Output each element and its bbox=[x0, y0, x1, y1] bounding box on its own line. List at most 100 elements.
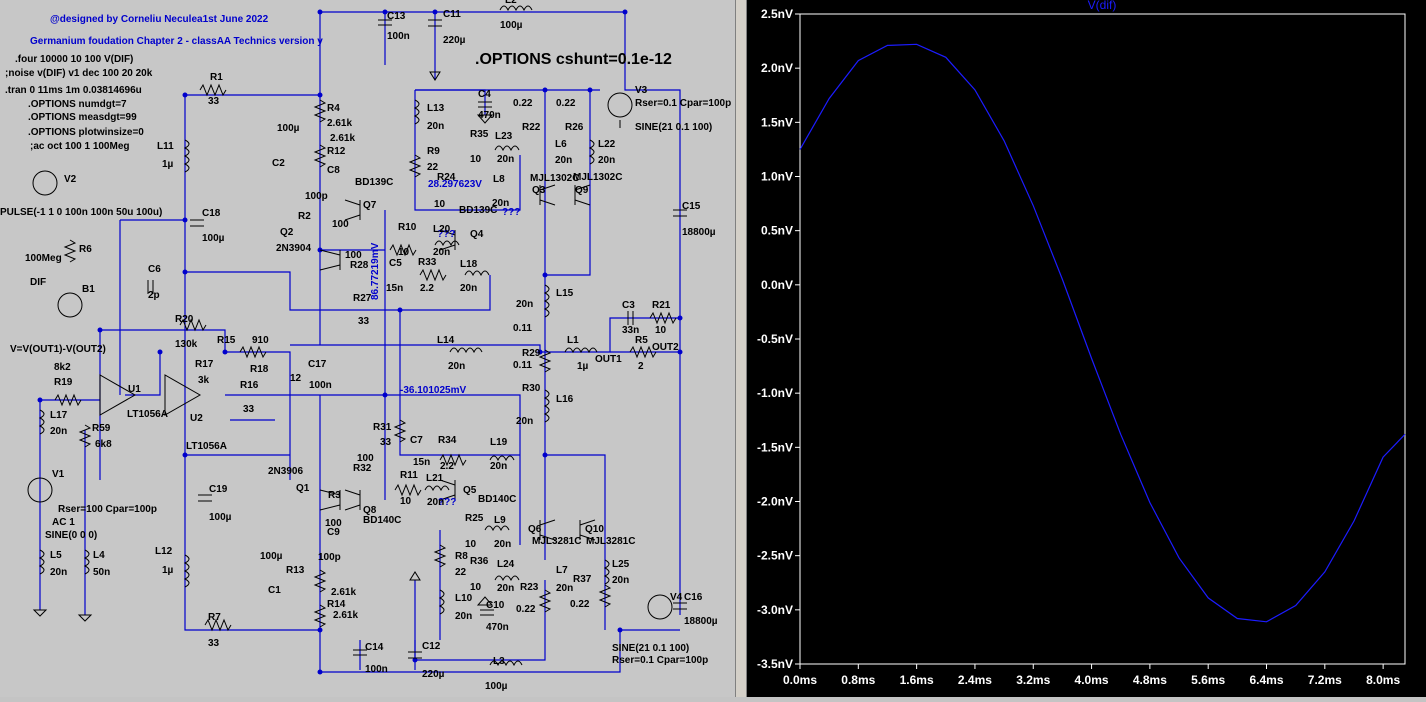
probe-voltage-1: 28.297623V bbox=[428, 179, 482, 190]
component-value-l12: 1µ bbox=[162, 565, 174, 576]
component-value-r23: 0.22 bbox=[516, 604, 536, 615]
component-value-c3: 33n bbox=[622, 325, 639, 336]
component-value-l10: 20n bbox=[455, 611, 472, 622]
v4-sine: SINE(21 0.1 100) bbox=[612, 643, 689, 654]
component-ref-c14: C14 bbox=[365, 642, 384, 653]
component-ref-r36: R36 bbox=[470, 556, 489, 567]
trace-title[interactable]: V(dif) bbox=[1088, 0, 1117, 12]
component-ref-r33: R33 bbox=[418, 257, 437, 268]
component-ref-l1: L1 bbox=[567, 335, 579, 346]
component-value-r3: 100 bbox=[325, 518, 342, 529]
component-value-l19: 20n bbox=[490, 461, 507, 472]
component-value-l13: 20n bbox=[427, 121, 444, 132]
component-ref-r35: R35 bbox=[470, 129, 489, 140]
component-ref-c11: C11 bbox=[443, 9, 461, 20]
component-ref-r7: R7 bbox=[208, 612, 221, 623]
probe-values: 28.297623V -36.101025mV 86.77219mV ??? ?… bbox=[370, 179, 520, 508]
component-ref-l24: L24 bbox=[497, 559, 515, 570]
component-ref-c2: C2 bbox=[272, 158, 285, 169]
component-ref-c19: C19 bbox=[209, 484, 228, 495]
component-value-c14: 100n bbox=[365, 664, 388, 675]
v1-rser: Rser=100 Cpar=100p bbox=[58, 504, 157, 515]
component-value-l25: 20n bbox=[612, 575, 629, 586]
component-value-l22: 20n bbox=[598, 155, 615, 166]
component-value-c1: 100µ bbox=[260, 551, 283, 562]
component-ref-c1: C1 bbox=[268, 585, 281, 596]
component-ref-q1: Q1 bbox=[296, 483, 310, 494]
component-value-r1: 33 bbox=[208, 96, 220, 107]
component-ref-q6: Q6 bbox=[528, 524, 542, 535]
x-tick-label: 5.6ms bbox=[1191, 673, 1225, 687]
component-value-r26: 0.22 bbox=[556, 98, 576, 109]
component-ref-c4: C4 bbox=[478, 89, 491, 100]
component-ref-l11: L11 bbox=[157, 141, 174, 152]
component-ref-r31: R31 bbox=[373, 422, 392, 433]
component-ref-l23: L23 bbox=[495, 131, 513, 142]
component-value-r37: 0.22 bbox=[570, 599, 590, 610]
component-value-c15: 18800µ bbox=[682, 227, 716, 238]
schematic-editor-pane[interactable]: @designed by Corneliu Neculea1st June 20… bbox=[0, 0, 735, 697]
component-value-r5: 2 bbox=[638, 361, 644, 372]
component-value-q1: 2N3906 bbox=[268, 466, 303, 477]
component-ref-l21: L21 bbox=[426, 473, 444, 484]
y-tick-label: -0.5nV bbox=[757, 332, 793, 346]
component-ref-r8: R8 bbox=[455, 551, 468, 562]
component-value-u1: LT1056A bbox=[127, 409, 168, 420]
component-ref-l17: L17 bbox=[50, 410, 68, 421]
component-ref-r4: R4 bbox=[327, 103, 340, 114]
component-value-q9: MJL1302C bbox=[573, 172, 622, 183]
component-value-r19: 8k2 bbox=[54, 362, 71, 373]
x-tick-label: 2.4ms bbox=[958, 673, 992, 687]
component-value-r34: 2.2 bbox=[440, 461, 454, 472]
component-ref-r15: R15 bbox=[217, 335, 236, 346]
component-ref-r2: R2 bbox=[298, 211, 311, 222]
b1-name: B1 bbox=[82, 284, 95, 295]
component-ref-q7: Q7 bbox=[363, 200, 377, 211]
component-value-q5: BD140C bbox=[478, 494, 516, 505]
component-value-c12: 220µ bbox=[422, 669, 445, 680]
pane-splitter[interactable] bbox=[735, 0, 747, 697]
component-ref-r22: R22 bbox=[522, 122, 541, 133]
x-tick-label: 0.8ms bbox=[841, 673, 875, 687]
component-ref-r9: R9 bbox=[427, 146, 440, 157]
component-ref-q9: Q9 bbox=[575, 185, 589, 196]
component-value-r18: 12 bbox=[290, 373, 302, 384]
component-ref-l2: L2 bbox=[505, 0, 517, 6]
component-ref-r11: R11 bbox=[400, 470, 418, 481]
waveform-plot[interactable]: V(dif) 2.5nV2.0nV1.5nV1.0nV0.5nV0.0nV-0.… bbox=[747, 0, 1426, 697]
x-tick-label: 0.0ms bbox=[783, 673, 817, 687]
component-ref-r59: R59 bbox=[92, 423, 111, 434]
component-value-l11: 1µ bbox=[162, 159, 174, 170]
directive-ac: ;ac oct 100 1 100Meg bbox=[30, 141, 130, 152]
component-ref-r14: R14 bbox=[327, 599, 346, 610]
component-ref-r5: R5 bbox=[635, 335, 648, 346]
y-tick-label: -3.0nV bbox=[757, 603, 793, 617]
component-ref-r21: R21 bbox=[652, 300, 671, 311]
component-ref-l9: L9 bbox=[494, 515, 506, 526]
v2-name: V2 bbox=[64, 174, 77, 185]
schematic-junctions bbox=[37, 9, 683, 675]
trace-v-dif[interactable] bbox=[799, 43, 1406, 623]
component-value-r10: 10 bbox=[398, 247, 410, 258]
component-value-c10: 470n bbox=[486, 622, 509, 633]
component-value-l3: 100µ bbox=[485, 681, 508, 692]
component-ref-c15: C15 bbox=[682, 201, 701, 212]
component-value-q6: MJL3281C bbox=[532, 536, 581, 547]
component-value-c17: 100n bbox=[309, 380, 332, 391]
component-value-r7: 33 bbox=[208, 638, 220, 649]
x-tick-label: 4.0ms bbox=[1075, 673, 1109, 687]
probe-voltage-2: -36.101025mV bbox=[400, 385, 466, 396]
component-value-r25: 10 bbox=[465, 539, 477, 550]
probe-unknown-3: ??? bbox=[438, 497, 456, 508]
component-value-c6: 2p bbox=[148, 290, 160, 301]
component-ref-c9: C9 bbox=[327, 527, 340, 538]
component-value-r31: 33 bbox=[380, 437, 392, 448]
schematic-canvas[interactable]: @designed by Corneliu Neculea1st June 20… bbox=[0, 0, 735, 697]
component-ref-r25: R25 bbox=[465, 513, 484, 524]
component-value-c4: 470n bbox=[478, 110, 501, 121]
component-ref-r12: R12 bbox=[327, 146, 346, 157]
component-ref-q3: Q3 bbox=[532, 185, 546, 196]
component-value-c2: 100µ bbox=[277, 123, 300, 134]
component-value-r30: 0.11 bbox=[513, 360, 532, 371]
